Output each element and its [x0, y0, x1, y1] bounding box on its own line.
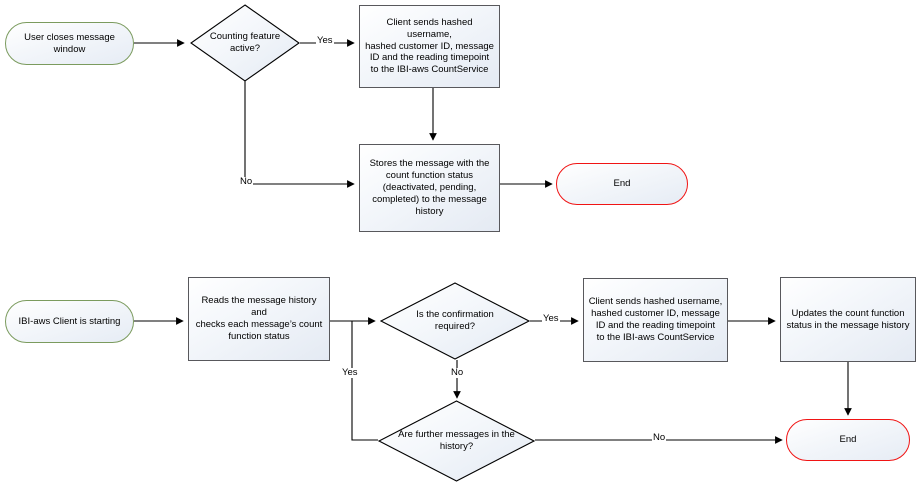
edge-label-confirm-no: No [450, 367, 465, 378]
edge-more-yes-loop-to-read [351, 321, 378, 441]
process-label: Client sends hashed username, hashed cus… [588, 296, 723, 343]
process-label: Stores the message with the count functi… [369, 158, 490, 217]
process-updates-count-function-status[interactable]: Updates the count function status in the… [780, 277, 916, 362]
decision-counting-feature-active[interactable]: Counting feature active? [190, 4, 300, 82]
diamond-shape [378, 400, 535, 482]
start-label: User closes message window [24, 31, 115, 55]
process-client-sends-hashed-data-top[interactable]: Client sends hashed username, hashed cus… [359, 5, 500, 88]
process-label: Reads the message history and checks eac… [195, 295, 323, 342]
end-top-flow[interactable]: End [556, 163, 688, 205]
edge-label-counting-yes: Yes [316, 35, 334, 46]
edge-counting-no-to-store [244, 72, 355, 188]
end-bottom-flow[interactable]: End [786, 419, 910, 461]
edge-label-counting-no: No [239, 176, 254, 187]
process-stores-message-with-status[interactable]: Stores the message with the count functi… [359, 144, 500, 232]
edge-label-more-no: No [652, 432, 667, 443]
diamond-shape [380, 282, 530, 360]
edge-label-confirm-yes: Yes [542, 313, 560, 324]
process-label: Client sends hashed username, hashed cus… [365, 16, 494, 76]
process-label: Updates the count function status in the… [786, 307, 910, 331]
process-client-sends-hashed-data-bottom[interactable]: Client sends hashed username, hashed cus… [583, 278, 728, 362]
process-reads-message-history[interactable]: Reads the message history and checks eac… [188, 277, 330, 361]
decision-label: Counting feature active? [209, 31, 281, 54]
end-label: End [839, 434, 857, 446]
end-label: End [613, 178, 631, 190]
edge-label-loop-yes: Yes [341, 367, 359, 378]
start-user-closes-message-window[interactable]: User closes message window [5, 22, 134, 65]
diamond-shape [190, 4, 300, 82]
decision-are-further-messages[interactable]: Are further messages in the history? [378, 400, 535, 482]
decision-label: Is the confirmation required? [416, 309, 494, 332]
start-label: IBI-aws Client is starting [18, 315, 121, 327]
start-ibi-aws-client-starting[interactable]: IBI-aws Client is starting [5, 300, 134, 343]
decision-label: Are further messages in the history? [398, 429, 515, 452]
decision-is-confirmation-required[interactable]: Is the confirmation required? [380, 282, 530, 360]
